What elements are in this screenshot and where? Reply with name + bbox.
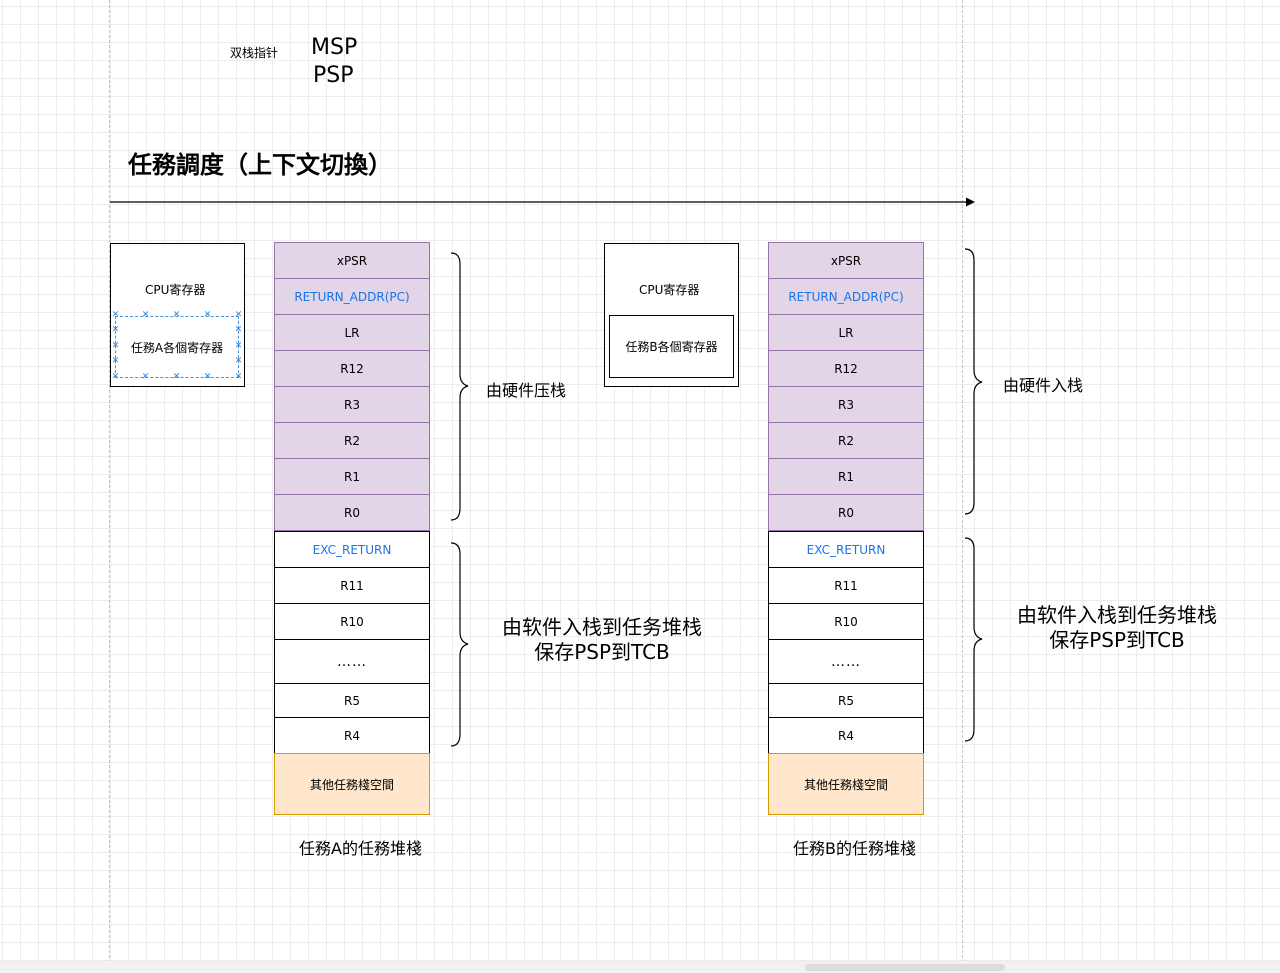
selection-handle-icon[interactable]: ✕: [111, 310, 120, 320]
stack-cell-r1[interactable]: R1: [274, 458, 430, 495]
selection-handle-icon[interactable]: ✕: [141, 310, 150, 320]
stack-cell-exc-return[interactable]: EXC_RETURN: [768, 531, 924, 568]
selection-handle-icon[interactable]: ✕: [111, 372, 120, 382]
cpu-register-label-b: CPU寄存器: [639, 283, 700, 297]
stack-cell-r2[interactable]: R2: [274, 422, 430, 459]
psp-label[interactable]: PSP: [313, 63, 354, 88]
stack-cell-r11[interactable]: R11: [274, 567, 430, 604]
stack-cell-r4[interactable]: R4: [274, 717, 430, 754]
selection-handle-icon[interactable]: ✕: [111, 356, 120, 366]
selection-handle-icon[interactable]: ✕: [111, 325, 120, 335]
software-push-line-1-a: 由软件入栈到任务堆栈: [502, 615, 702, 639]
brace-icon[interactable]: [448, 250, 472, 526]
software-push-label-b[interactable]: 由软件入栈到任务堆栈 保存PSP到TCB: [1010, 603, 1224, 653]
task-b-registers-label: 任務B各個寄存器: [625, 340, 718, 354]
stack-cell-r0[interactable]: R0: [768, 494, 924, 531]
stack-cell-r12[interactable]: R12: [768, 350, 924, 387]
stack-cell-ellipsis[interactable]: ……: [274, 639, 430, 684]
stack-cell-r5[interactable]: R5: [768, 683, 924, 718]
stack-cell-r4[interactable]: R4: [768, 717, 924, 754]
timeline-arrow[interactable]: [105, 192, 985, 212]
cpu-register-label-a: CPU寄存器: [145, 283, 206, 297]
task-b-registers-box[interactable]: 任務B各個寄存器: [609, 315, 734, 378]
software-push-line-1-b: 由软件入栈到任务堆栈: [1017, 603, 1217, 627]
stack-cell-r3[interactable]: R3: [768, 386, 924, 423]
selection-handle-icon[interactable]: ✕: [141, 372, 150, 382]
brace-icon[interactable]: [448, 540, 472, 752]
stack-cell-return-addr[interactable]: RETURN_ADDR(PC): [274, 278, 430, 315]
stack-cell-return-addr[interactable]: RETURN_ADDR(PC): [768, 278, 924, 315]
software-push-line-2-a: 保存PSP到TCB: [534, 640, 670, 664]
stack-cell-xpsr[interactable]: xPSR: [768, 242, 924, 279]
selection-handle-icon[interactable]: ✕: [172, 372, 181, 382]
horizontal-scrollbar[interactable]: [0, 961, 1280, 973]
stack-cell-r10[interactable]: R10: [274, 603, 430, 640]
selection-handle-icon[interactable]: ✕: [234, 372, 243, 382]
selection-handle-icon[interactable]: ✕: [172, 310, 181, 320]
stack-cell-r1[interactable]: R1: [768, 458, 924, 495]
brace-icon[interactable]: [962, 535, 986, 747]
stack-cell-r3[interactable]: R3: [274, 386, 430, 423]
selection-handle-icon[interactable]: ✕: [111, 341, 120, 351]
software-push-line-2-b: 保存PSP到TCB: [1049, 628, 1185, 652]
stack-cell-exc-return[interactable]: EXC_RETURN: [274, 531, 430, 568]
stack-cell-r5[interactable]: R5: [274, 683, 430, 718]
msp-label[interactable]: MSP: [311, 35, 358, 60]
stack-cell-r0[interactable]: R0: [274, 494, 430, 531]
stack-cell-xpsr[interactable]: xPSR: [274, 242, 430, 279]
task-a-registers-box[interactable]: 任務A各個寄存器: [115, 316, 239, 378]
stack-cell-lr[interactable]: LR: [768, 314, 924, 351]
selection-handle-icon[interactable]: ✕: [234, 325, 243, 335]
stack-cell-lr[interactable]: LR: [274, 314, 430, 351]
hardware-push-label-a[interactable]: 由硬件压栈: [486, 381, 567, 400]
selection-handle-icon[interactable]: ✕: [234, 341, 243, 351]
scrollbar-thumb[interactable]: [805, 964, 1005, 971]
stack-cell-other-space[interactable]: 其他任務棧空間: [768, 753, 924, 815]
software-push-label-a[interactable]: 由软件入栈到任务堆栈 保存PSP到TCB: [495, 615, 709, 665]
stack-cell-other-space[interactable]: 其他任務棧空間: [274, 753, 430, 815]
stack-caption-a[interactable]: 任務A的任務堆棧: [299, 839, 422, 858]
dual-stack-label[interactable]: 双栈指针: [230, 46, 279, 60]
page-guide-right: [962, 0, 963, 973]
stack-caption-b[interactable]: 任務B的任務堆棧: [793, 839, 916, 858]
page-guide-left: [109, 0, 110, 973]
hardware-push-label-b[interactable]: 由硬件入栈: [1003, 376, 1084, 395]
brace-icon[interactable]: [962, 246, 986, 520]
task-a-stack: xPSR RETURN_ADDR(PC) LR R12 R3 R2 R1 R0 …: [274, 242, 430, 816]
stack-cell-r12[interactable]: R12: [274, 350, 430, 387]
stack-cell-ellipsis[interactable]: ……: [768, 639, 924, 684]
stack-cell-r10[interactable]: R10: [768, 603, 924, 640]
task-b-stack: xPSR RETURN_ADDR(PC) LR R12 R3 R2 R1 R0 …: [768, 242, 924, 816]
selection-handle-icon[interactable]: ✕: [203, 310, 212, 320]
selection-handle-icon[interactable]: ✕: [234, 310, 243, 320]
selection-handle-icon[interactable]: ✕: [203, 372, 212, 382]
diagram-title[interactable]: 任務調度（上下文切換）: [128, 151, 392, 179]
task-a-registers-label: 任務A各個寄存器: [130, 340, 224, 355]
stack-cell-r11[interactable]: R11: [768, 567, 924, 604]
stack-cell-r2[interactable]: R2: [768, 422, 924, 459]
selection-handle-icon[interactable]: ✕: [234, 356, 243, 366]
